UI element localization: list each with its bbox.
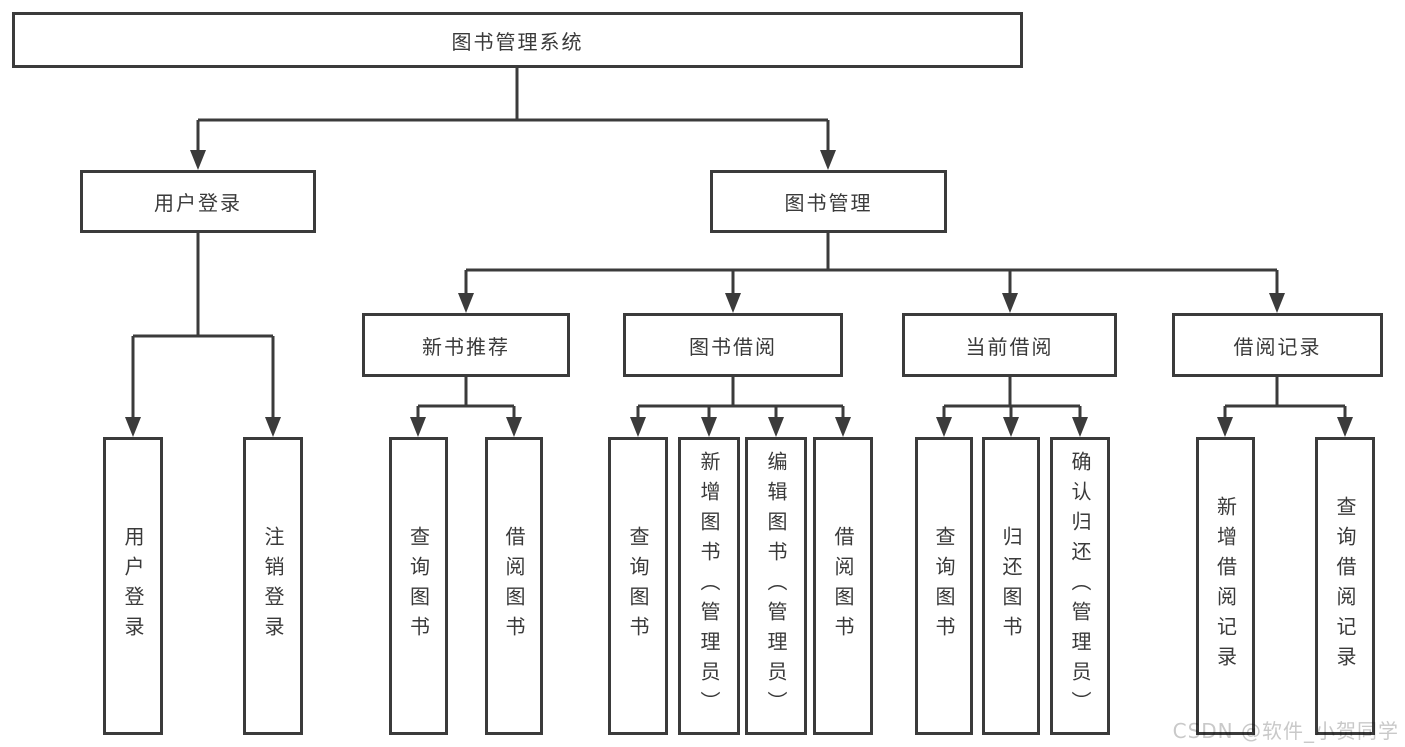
leaf-add-books-admin: 新增图书（管理员）	[678, 437, 740, 735]
leaf-label: 归还图书	[999, 526, 1023, 646]
leaf-query-books-2: 查询图书	[608, 437, 668, 735]
leaf-label: 编辑图书（管理员）	[764, 451, 788, 721]
node-book-borrowing: 图书借阅	[623, 313, 843, 377]
leaf-borrow-books-2: 借阅图书	[813, 437, 873, 735]
leaf-label: 借阅图书	[502, 526, 526, 646]
watermark: CSDN @软件_小贺同学	[1172, 719, 1399, 743]
leaf-label: 用户登录	[121, 526, 145, 646]
leaf-query-borrow-record: 查询借阅记录	[1315, 437, 1375, 735]
leaf-logout: 注销登录	[243, 437, 303, 735]
node-new-book-recommend: 新书推荐	[362, 313, 570, 377]
node-user-login: 用户登录	[80, 170, 316, 233]
leaf-query-books-3: 查询图书	[915, 437, 973, 735]
node-root: 图书管理系统	[12, 12, 1023, 68]
leaf-confirm-return-admin: 确认归还（管理员）	[1050, 437, 1110, 735]
leaf-label: 查询图书	[932, 526, 956, 646]
leaf-label: 新增图书（管理员）	[697, 451, 721, 721]
leaf-user-login: 用户登录	[103, 437, 163, 735]
leaf-return-books: 归还图书	[982, 437, 1040, 735]
leaf-label: 新增借阅记录	[1213, 496, 1238, 676]
leaf-label: 注销登录	[261, 526, 285, 646]
leaf-borrow-books: 借阅图书	[485, 437, 543, 735]
leaf-query-books: 查询图书	[389, 437, 448, 735]
node-book-management: 图书管理	[710, 170, 947, 233]
leaf-add-borrow-record: 新增借阅记录	[1196, 437, 1255, 735]
node-borrow-records: 借阅记录	[1172, 313, 1383, 377]
node-current-borrowing: 当前借阅	[902, 313, 1117, 377]
leaf-edit-books-admin: 编辑图书（管理员）	[745, 437, 807, 735]
leaf-label: 查询图书	[626, 526, 650, 646]
leaf-label: 借阅图书	[831, 526, 855, 646]
leaf-label: 确认归还（管理员）	[1068, 451, 1092, 721]
leaf-label: 查询图书	[406, 526, 431, 646]
leaf-label: 查询借阅记录	[1333, 496, 1357, 676]
